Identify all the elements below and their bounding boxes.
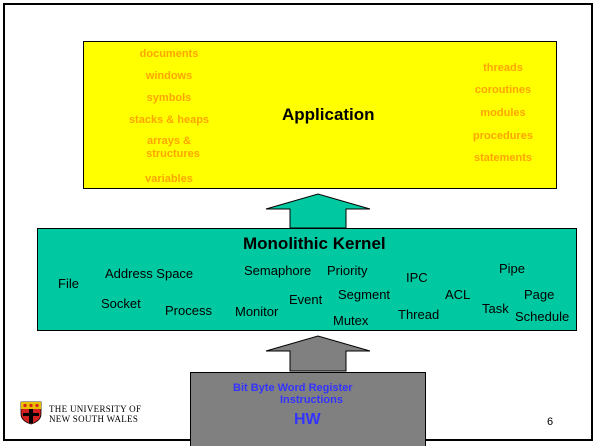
- arrow-up-to-application-icon: [265, 193, 371, 229]
- kernel-item-priority: Priority: [327, 263, 368, 278]
- hardware-box: Bit Byte Word Register Instructions HW: [190, 372, 426, 446]
- university-logo: THE UNIVERSITY OF NEW SOUTH WALES: [20, 400, 190, 430]
- kernel-item-task: Task: [482, 301, 509, 316]
- hardware-items-line1: Bit Byte Word Register: [233, 382, 353, 394]
- university-crest-icon: [20, 401, 42, 425]
- logo-line2: NEW SOUTH WALES: [49, 414, 139, 424]
- application-title: Application: [282, 105, 375, 124]
- upper-arrow-shape: [265, 193, 371, 229]
- lower-arrow-shape: [265, 335, 371, 372]
- app-item-threads: threads: [483, 62, 523, 74]
- kernel-box: Monolithic Kernel File Address Space Sem…: [37, 228, 577, 331]
- logo-line1: THE UNIVERSITY OF: [49, 404, 142, 414]
- app-item-procedures: procedures: [473, 130, 533, 142]
- app-item-coroutines: coroutines: [474, 84, 532, 96]
- arrow-up-to-kernel-icon: [265, 335, 371, 372]
- kernel-item-event: Event: [289, 292, 323, 307]
- app-item-statements: statements: [473, 152, 533, 164]
- kernel-item-thread: Thread: [398, 307, 440, 322]
- app-item-symbols: symbols: [146, 92, 192, 104]
- application-box: documents windows symbols stacks & heaps…: [83, 41, 557, 189]
- page-number: 6: [547, 416, 554, 428]
- kernel-item-socket: Socket: [101, 296, 141, 311]
- kernel-item-ipc: IPC: [406, 270, 428, 285]
- kernel-item-schedule: Schedule: [515, 309, 570, 324]
- kernel-title: Monolithic Kernel: [243, 234, 386, 253]
- kernel-item-segment: Segment: [338, 287, 391, 302]
- kernel-item-process: Process: [165, 303, 212, 318]
- hardware-items-line2: Instructions: [280, 394, 343, 406]
- app-item-modules: modules: [480, 107, 526, 119]
- app-item-structures: structures: [146, 148, 200, 160]
- app-item-variables: variables: [145, 173, 193, 185]
- app-item-stacks-heaps: stacks & heaps: [128, 114, 210, 126]
- kernel-item-address-space: Address Space: [105, 266, 194, 281]
- kernel-item-pipe: Pipe: [499, 261, 526, 276]
- kernel-item-page: Page: [524, 287, 555, 302]
- kernel-item-acl: ACL: [445, 287, 471, 302]
- kernel-item-semaphore: Semaphore: [244, 263, 312, 278]
- kernel-item-mutex: Mutex: [333, 313, 369, 328]
- app-item-windows: windows: [145, 70, 193, 82]
- app-item-arrays: arrays &: [146, 135, 192, 147]
- kernel-item-file: File: [58, 276, 79, 291]
- app-item-documents: documents: [139, 48, 199, 60]
- hardware-title: HW: [294, 411, 321, 428]
- kernel-item-monitor: Monitor: [235, 304, 279, 319]
